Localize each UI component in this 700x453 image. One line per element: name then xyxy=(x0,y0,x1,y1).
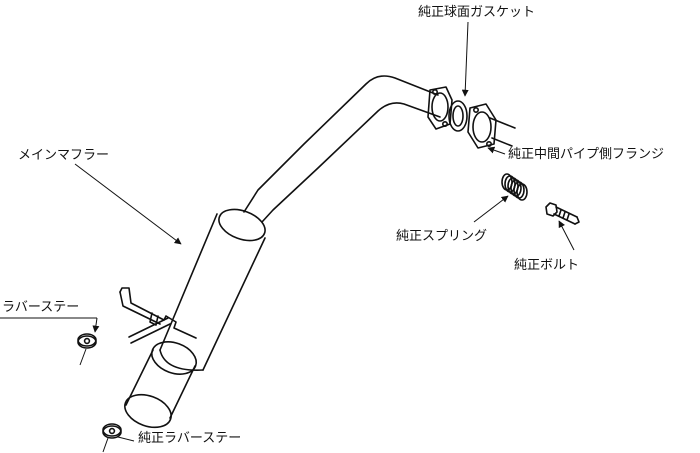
oem-rubber-stay-part xyxy=(102,423,122,439)
bolt-part xyxy=(545,202,580,225)
stay-bracket xyxy=(119,287,197,344)
label-flange: 純正中間パイプ側フランジ xyxy=(508,147,665,162)
flange-leader xyxy=(487,146,506,155)
label-spring: 純正スプリング xyxy=(396,229,488,244)
mid-pipe-flange xyxy=(467,103,516,149)
spring-part xyxy=(501,173,528,201)
bolt-leader xyxy=(558,220,575,251)
label-bolt: 純正ボルト xyxy=(514,258,580,273)
oem-rubber-stay-tail xyxy=(102,437,109,453)
spring-leader xyxy=(473,195,509,223)
spherical-gasket xyxy=(448,100,468,132)
rubber-stay-part xyxy=(77,333,97,349)
rubber-stay-tail xyxy=(79,348,87,366)
muffler-leader xyxy=(74,163,182,245)
tailpipe xyxy=(124,341,198,429)
rubber-stay-leader-drop xyxy=(92,317,100,333)
label-rubber-stay: ラバーステー xyxy=(2,300,80,315)
oem-rubber-stay-leader xyxy=(117,436,135,442)
label-muffler: メインマフラー xyxy=(18,148,110,163)
main-muffler xyxy=(159,208,266,371)
gasket-leader xyxy=(461,21,469,97)
label-gasket: 純正球面ガスケット xyxy=(418,5,536,20)
label-oem-rubber-stay: 純正ラバーステー xyxy=(138,431,242,446)
exhaust-pipe xyxy=(243,75,441,223)
